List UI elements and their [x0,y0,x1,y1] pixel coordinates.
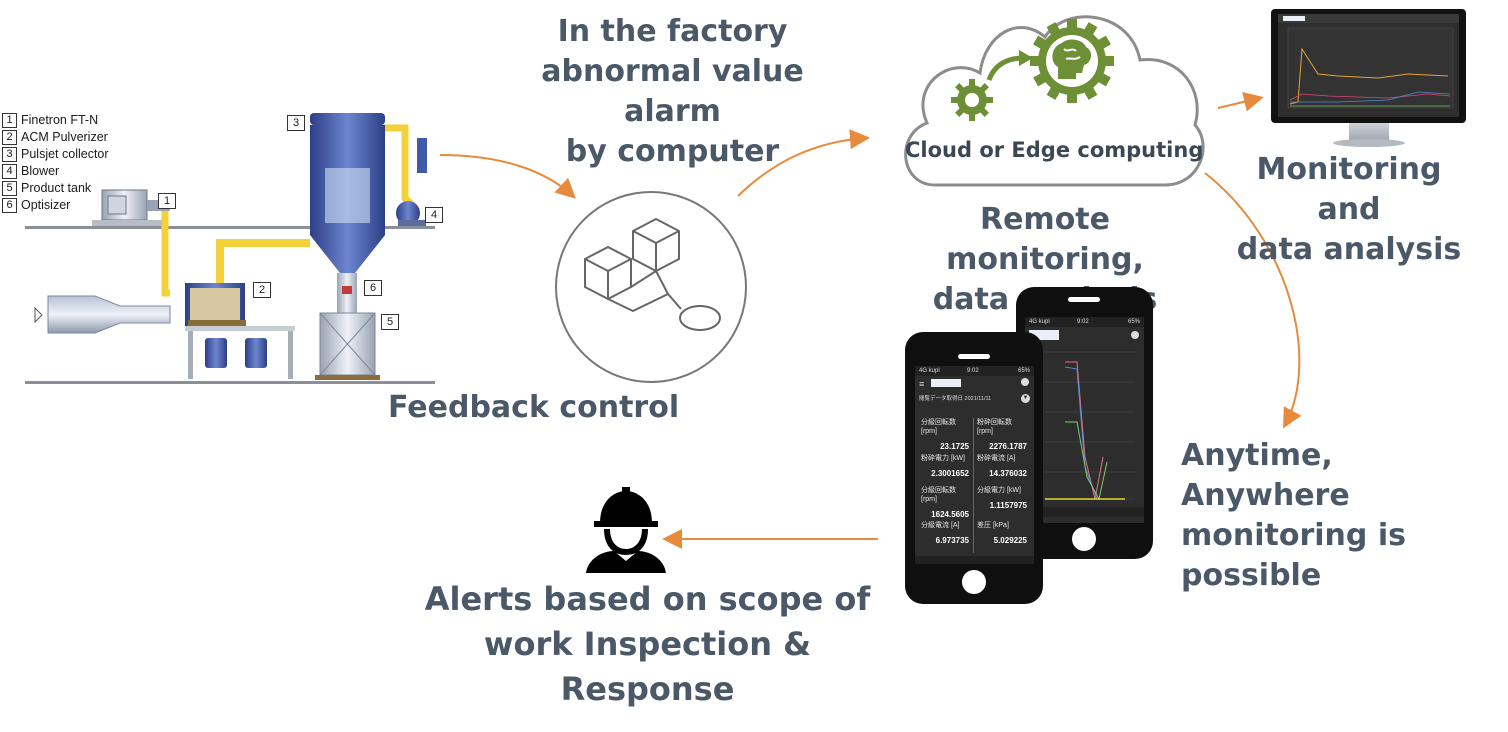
tag-collector: 3 [287,115,305,131]
monitor-icon [1271,9,1466,151]
monitoring-heading: Monitoring and data analysis [1236,152,1462,267]
plant-illustration [25,113,435,384]
value-cell: 分級回転数 [rpm]23.1725 [921,419,969,451]
arrow-plant-to-hub [439,154,576,199]
value-cell: 分級電力 [kW]1.1157975 [977,487,1027,510]
monitor-screen [1278,14,1459,117]
alerts-heading: Alerts based on scope of work Inspection… [424,580,871,708]
cloud-icon [904,15,1205,187]
arrow-cloud-to-monitor [1217,91,1264,112]
tag-finetron: 1 [158,193,176,209]
curved-arrow-icon [986,50,1033,81]
phone-chart-screen: 4G kupl 9:02 65% [1025,317,1144,523]
value-cell: 分級電流 [A]6.973735 [921,522,969,545]
arrow-cloud-to-mobile [1204,172,1302,429]
value-cell: 粉砕回転数 [rpm]2276.1787 [977,419,1027,451]
gear-icon [951,79,993,121]
brain-gear-icon [1030,19,1114,103]
worker-helmet-icon [586,487,666,573]
arrow-hub-to-cloud [737,129,870,197]
value-cell: 粉砕電流 [A]14.376032 [977,455,1027,478]
smartphone-icon: 4G kupl 9:02 65% ≡ 閲覧データ取得日 2021/11/11 ▼… [905,332,1043,604]
cube-network-icon [555,191,747,383]
phone-values-screen: 4G kupl 9:02 65% ≡ 閲覧データ取得日 2021/11/11 ▼… [915,366,1034,564]
home-button[interactable] [962,570,986,594]
cloud-label: Cloud or Edge computing [905,138,1204,162]
filter-icon[interactable]: ▼ [1021,394,1030,403]
value-cell: 差圧 [kPa]5.029225 [977,522,1027,545]
tag-product-tank: 5 [381,314,399,330]
tag-blower: 4 [425,207,443,223]
value-cell: 分級回転数 [rpm]1624.5605 [921,487,969,519]
tag-optisizer: 6 [364,280,382,296]
user-icon[interactable] [1021,378,1029,386]
feedback-control-label: Feedback control [388,390,680,425]
menu-icon[interactable]: ≡ [919,379,925,389]
tag-pulverizer: 2 [253,282,271,298]
app-logo [931,379,961,387]
value-cell: 粉砕電力 [kW]2.3001652 [921,455,969,478]
anytime-heading: Anytime, Anywhere monitoring is possible [1181,438,1406,593]
factory-alarm-heading: In the factory abnormal value alarm by c… [541,14,804,169]
date-line: 閲覧データ取得日 2021/11/11 [919,396,992,402]
